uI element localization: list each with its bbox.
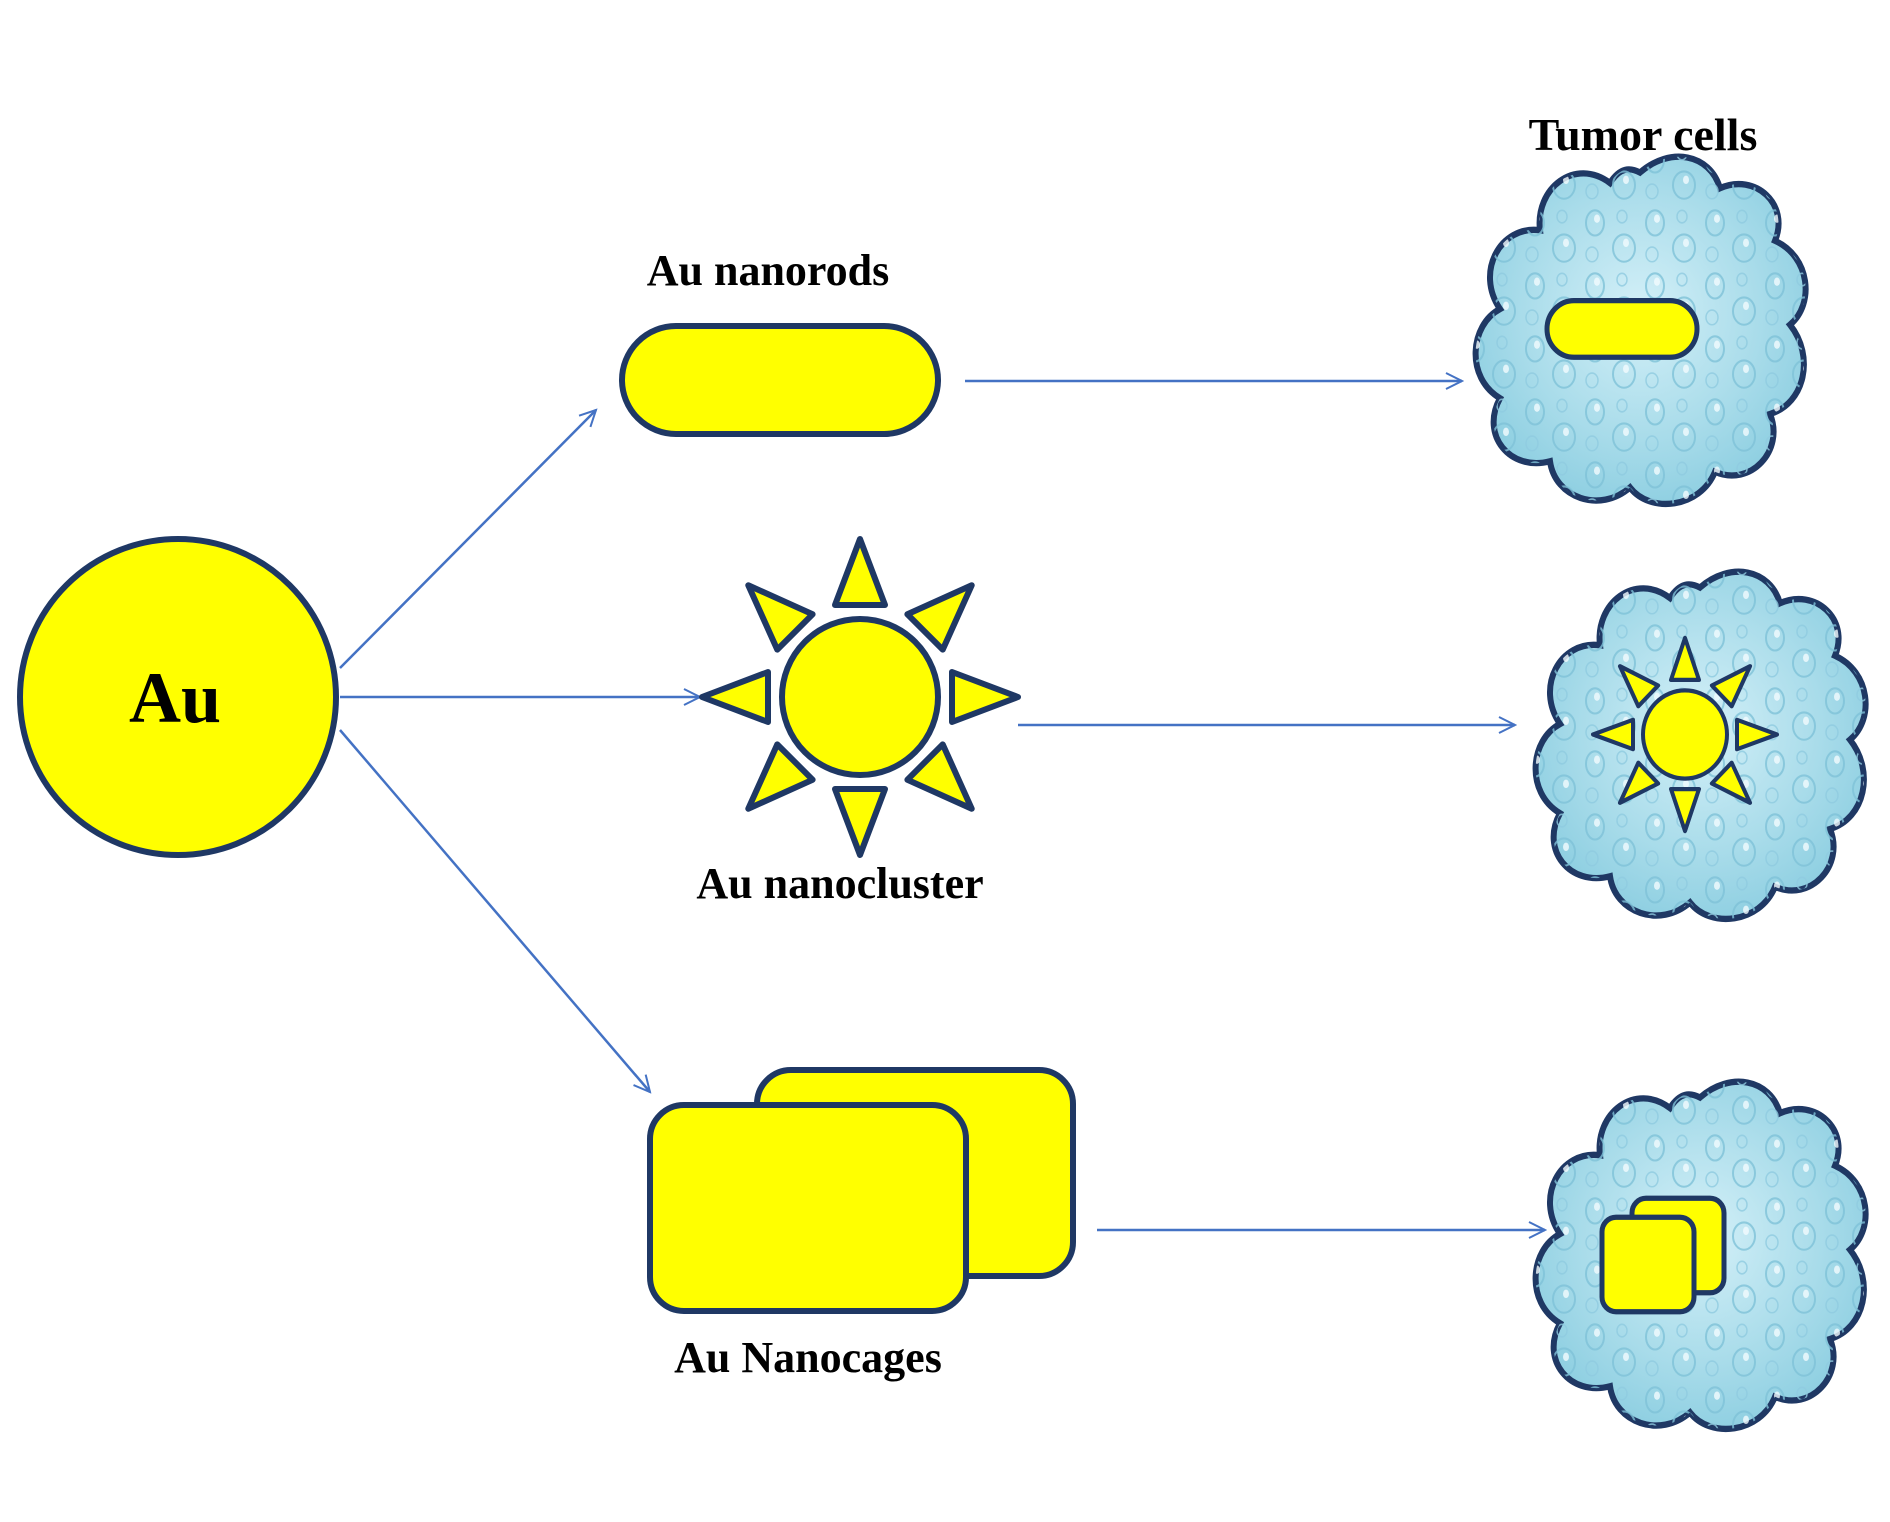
tumor-cell-nanocluster: [1536, 572, 1866, 919]
au-core-label: Au: [129, 658, 221, 738]
tumor-cells-label: Tumor cells: [1529, 109, 1758, 160]
tumor-cell-nanocage: [1536, 1082, 1866, 1429]
au-core-sphere: Au: [17, 536, 339, 858]
nanocage-shape: [647, 1067, 1076, 1314]
nanocluster-label: Au nanocluster: [696, 859, 983, 908]
tumor-cell-nanorod: [1476, 157, 1806, 504]
nanorods-label: Au nanorods: [647, 246, 890, 295]
nanorod-shape: [619, 323, 941, 437]
nanocages-label: Au Nanocages: [674, 1333, 942, 1382]
arrow-core-to-nanocages: [339, 729, 650, 1092]
nanocluster-shape: [699, 536, 1021, 858]
arrow-core-to-nanorods: [339, 410, 596, 669]
